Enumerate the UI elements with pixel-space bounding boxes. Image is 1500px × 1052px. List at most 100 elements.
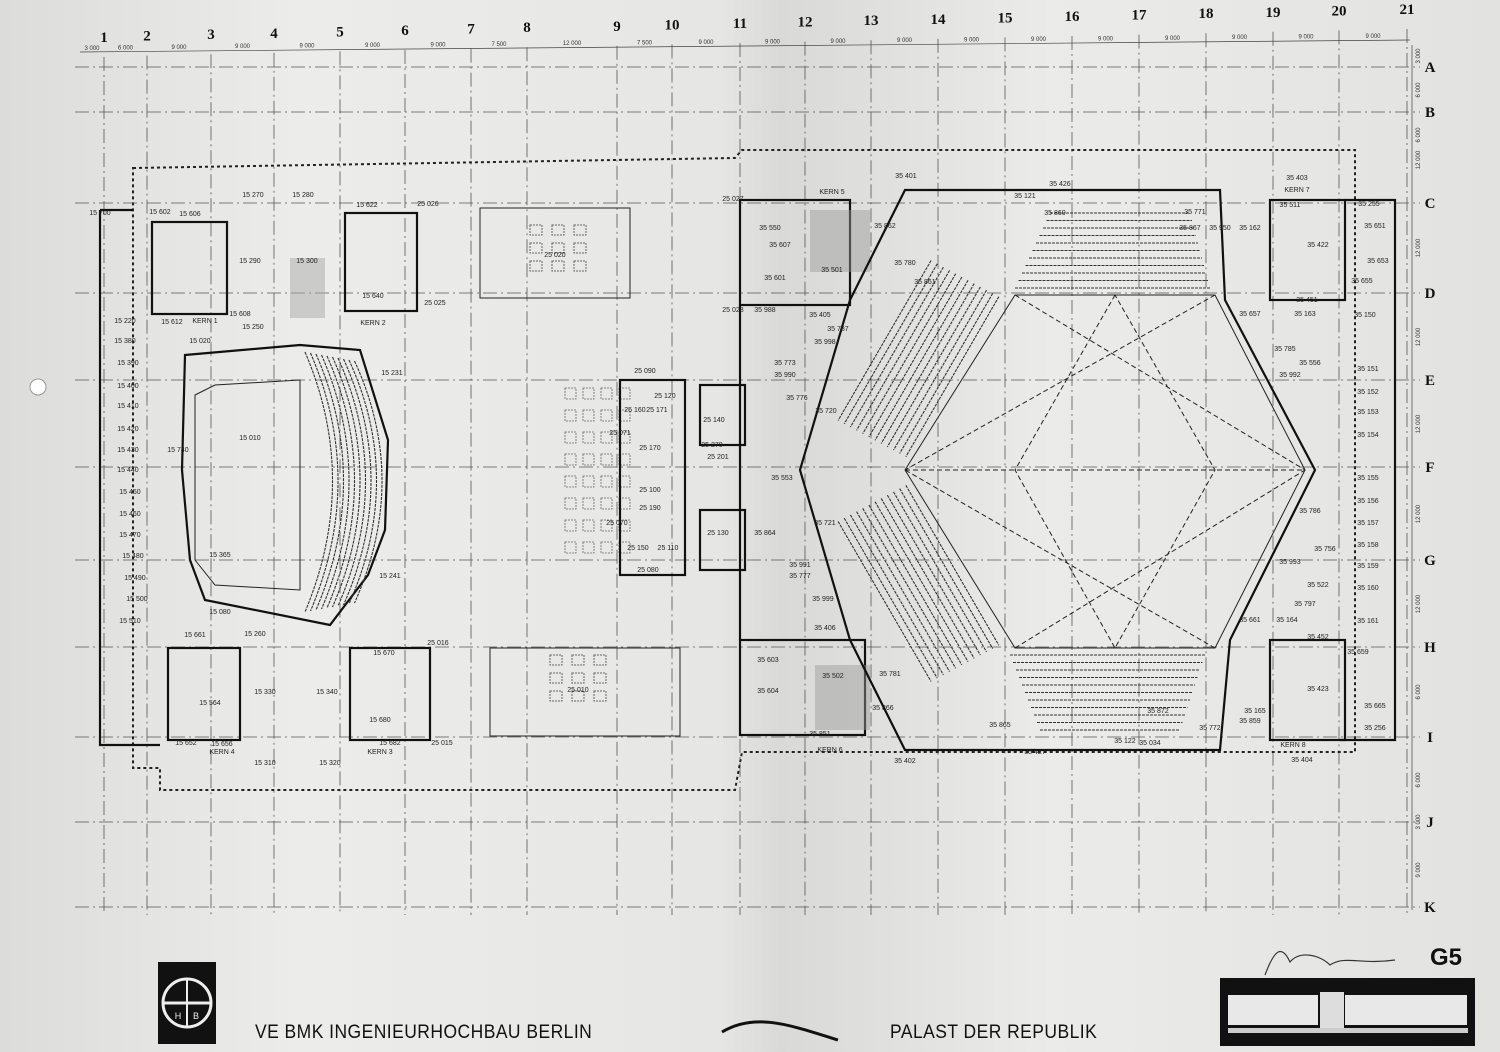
great-hall-floor bbox=[904, 294, 1306, 649]
core-4 bbox=[166, 646, 242, 742]
west-wall bbox=[98, 208, 160, 747]
room-number: 35 151 bbox=[1357, 366, 1379, 373]
grid-column-label: 17 bbox=[1132, 8, 1148, 24]
room-number: 35 607 bbox=[769, 242, 791, 249]
column-dimension: 9 000 bbox=[964, 38, 980, 44]
foyer-column bbox=[582, 431, 595, 444]
room-number: 25 270 bbox=[701, 442, 723, 449]
room-number: 25 028 bbox=[722, 307, 744, 314]
room-number: 15 652 bbox=[175, 740, 197, 747]
foyer-column bbox=[573, 242, 587, 254]
seat-row-small-hall bbox=[326, 355, 355, 609]
foyer-column bbox=[600, 541, 613, 554]
seat-row-southwest bbox=[899, 488, 994, 649]
room-number: 35 556 bbox=[1299, 360, 1321, 367]
foyer-column bbox=[593, 690, 607, 702]
room-number: 35 034 bbox=[1139, 740, 1161, 747]
room-number: 35 860 bbox=[1044, 210, 1066, 217]
room-number: 35 659 bbox=[1347, 649, 1369, 656]
foyer-column bbox=[564, 431, 577, 444]
grid-row-label: F bbox=[1425, 460, 1434, 476]
stair-core-6 bbox=[815, 665, 870, 730]
seat-row-northwest bbox=[837, 260, 932, 421]
column-dimension: 7 500 bbox=[491, 42, 507, 48]
seat-row-southwest bbox=[862, 508, 957, 669]
room-number: 35 155 bbox=[1357, 475, 1379, 482]
row-dimension: 12 000 bbox=[1416, 238, 1422, 257]
room-number: 15 682 bbox=[379, 740, 401, 747]
room-number: 35 501 bbox=[821, 267, 843, 274]
foyer-column bbox=[564, 541, 577, 554]
room-number: 35 164 bbox=[1276, 617, 1298, 624]
column-dimension: 9 000 bbox=[1298, 35, 1314, 41]
foyer-column bbox=[600, 497, 613, 510]
room-number: 15 740 bbox=[167, 447, 189, 454]
seat-row-northwest bbox=[862, 273, 957, 434]
room-number: 25 015 bbox=[431, 740, 453, 747]
room-number: 15 480 bbox=[122, 553, 144, 560]
room-number: 35 651 bbox=[1364, 223, 1386, 230]
east-wall bbox=[1340, 198, 1397, 742]
foyer-column bbox=[549, 690, 563, 702]
column-dimension: 9 000 bbox=[765, 39, 781, 45]
grid-column-label: 3 bbox=[207, 27, 215, 43]
small-hall-stage bbox=[194, 379, 301, 591]
foyer-column bbox=[618, 541, 631, 554]
seat-row-northwest bbox=[849, 266, 944, 428]
room-number: 15 440 bbox=[117, 467, 139, 474]
room-number: 15 330 bbox=[254, 689, 276, 696]
foyer-column bbox=[600, 475, 613, 488]
foyer-column bbox=[582, 497, 595, 510]
room-number: 25 027 bbox=[722, 196, 744, 203]
room-number: 25 171 bbox=[646, 407, 668, 414]
seat-row-small-hall bbox=[331, 356, 361, 608]
core-label: KERN 7 bbox=[1284, 187, 1309, 194]
grid-column-label: 1 bbox=[100, 30, 108, 46]
room-number: 35 160 bbox=[1357, 585, 1379, 592]
room-number: 25 190 bbox=[639, 505, 661, 512]
room-number: 35 601 bbox=[764, 275, 786, 282]
core-label: KERN 8 bbox=[1280, 742, 1305, 749]
foyer-column bbox=[573, 260, 587, 272]
room-number: 35 152 bbox=[1357, 389, 1379, 396]
room-number: 35 988 bbox=[754, 307, 776, 314]
room-number: 35 859 bbox=[1239, 718, 1261, 725]
grid-column-label: 14 bbox=[931, 12, 947, 28]
grid-row-label: E bbox=[1425, 373, 1435, 389]
room-number: 15 260 bbox=[244, 631, 266, 638]
room-number: 25 025 bbox=[424, 300, 446, 307]
room-number: 35 797 bbox=[1294, 601, 1316, 608]
structural-grid bbox=[75, 29, 1420, 915]
seat-row-southwest bbox=[837, 521, 932, 682]
foyer-column bbox=[549, 654, 563, 666]
room-number: 25 080 bbox=[637, 567, 659, 574]
foyer-column bbox=[600, 519, 613, 532]
room-number: 15 080 bbox=[209, 609, 231, 616]
room-number: 25 140 bbox=[703, 417, 725, 424]
row-dimension: 6 000 bbox=[1416, 127, 1422, 143]
row-dimension: 3 000 bbox=[1416, 814, 1422, 830]
great-hall-outline bbox=[798, 188, 1317, 752]
room-number: 15 241 bbox=[379, 573, 401, 580]
core-5 bbox=[738, 198, 852, 307]
room-number: 35 162 bbox=[1239, 225, 1261, 232]
room-number: 35 406 bbox=[814, 625, 836, 632]
grid-column-label: 11 bbox=[733, 16, 747, 32]
foyer-column bbox=[571, 654, 585, 666]
seat-row-northwest bbox=[868, 276, 963, 438]
room-number: 35 451 bbox=[1296, 297, 1318, 304]
column-dimension: 9 000 bbox=[365, 43, 381, 49]
palace-pictogram bbox=[1220, 978, 1475, 1046]
room-number: 15 420 bbox=[117, 426, 139, 433]
grid-row-label: J bbox=[1426, 815, 1434, 831]
room-number: 15 300 bbox=[296, 258, 318, 265]
core-6 bbox=[738, 638, 867, 737]
room-number: 15 290 bbox=[239, 258, 261, 265]
seat-row-northwest bbox=[843, 263, 938, 425]
grid-column-label: 18 bbox=[1199, 6, 1214, 22]
room-number: 35 990 bbox=[774, 372, 796, 379]
room-number: 15 231 bbox=[381, 370, 403, 377]
room-number: 15 380 bbox=[114, 338, 136, 345]
foyer-column bbox=[618, 431, 631, 444]
